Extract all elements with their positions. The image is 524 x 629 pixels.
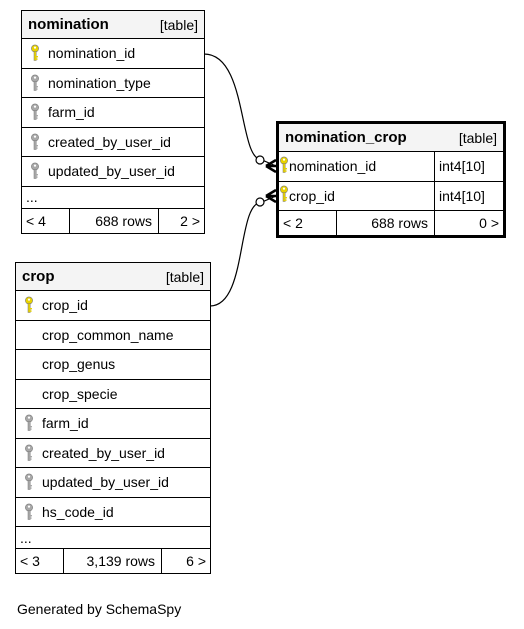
column-row[interactable]: updated_by_user_id	[22, 157, 204, 187]
more-columns: ...	[16, 527, 210, 549]
table-header: crop [table]	[16, 263, 210, 291]
column-cell: crop_id	[279, 181, 435, 210]
table-header: nomination [table]	[22, 11, 204, 39]
row-count: 688 rows	[70, 208, 159, 233]
column-name: crop_specie	[42, 385, 118, 402]
column-name: nomination_id	[289, 158, 377, 175]
column-name: hs_code_id	[42, 503, 114, 520]
column-row[interactable]: crop_common_name	[16, 321, 210, 350]
column-name: crop_genus	[42, 356, 116, 373]
parents-link[interactable]: < 3	[16, 549, 64, 573]
column-row[interactable]: updated_by_user_id	[16, 468, 210, 498]
column-row[interactable]: created_by_user_id	[16, 439, 210, 468]
column-row[interactable]: nomination_id	[22, 39, 204, 69]
foreign-key-icon	[24, 162, 46, 180]
column-row[interactable]: crop_id int4[10]	[279, 181, 503, 211]
column-name: created_by_user_id	[48, 133, 171, 150]
table-header: nomination_crop [table]	[279, 124, 503, 152]
link-nomination-to-nomination-crop	[203, 53, 277, 167]
column-name: farm_id	[42, 415, 89, 432]
column-type: int4[10]	[439, 187, 485, 204]
column-row[interactable]: nomination_id int4[10]	[279, 152, 503, 182]
primary-key-icon	[18, 296, 40, 314]
column-name: updated_by_user_id	[42, 474, 169, 491]
link-crop-optional-marker	[255, 197, 265, 207]
column-name: crop_common_name	[42, 326, 174, 343]
table-footer: < 4 688 rows 2 >	[22, 208, 204, 233]
column-cell: nomination_id	[279, 152, 435, 181]
primary-key-icon	[279, 185, 289, 206]
more-columns: ...	[22, 187, 204, 209]
column-row[interactable]: nomination_type	[22, 69, 204, 98]
parents-link[interactable]: < 4	[22, 208, 70, 233]
foreign-key-icon	[18, 503, 40, 521]
column-name: farm_id	[48, 104, 95, 121]
column-row[interactable]: created_by_user_id	[22, 128, 204, 157]
column-name: nomination_type	[48, 74, 151, 91]
table-kind: [table]	[159, 16, 198, 33]
column-row[interactable]: crop_id	[16, 291, 210, 321]
column-list: nomination_id int4[10] crop_id int4[10]	[279, 152, 503, 211]
table-kind: [table]	[458, 129, 497, 146]
column-name: created_by_user_id	[42, 444, 165, 461]
column-name: updated_by_user_id	[48, 163, 175, 180]
foreign-key-icon	[24, 74, 46, 92]
generator-caption: Generated by SchemaSpy	[17, 601, 182, 617]
foreign-key-icon	[24, 133, 46, 151]
link-crop-crowfoot	[265, 188, 277, 204]
column-row[interactable]: hs_code_id	[16, 498, 210, 527]
column-list: crop_id crop_common_name crop_genus crop_sp…	[16, 291, 210, 527]
column-name: crop_id	[42, 297, 88, 314]
table-name: crop	[22, 268, 55, 285]
parents-link[interactable]: < 2	[279, 211, 337, 235]
foreign-key-icon	[24, 103, 46, 121]
children-link[interactable]: 6 >	[186, 553, 206, 569]
table-footer: < 3 3,139 rows 6 >	[16, 549, 210, 573]
table-name: nomination	[28, 16, 109, 33]
primary-key-icon	[279, 156, 289, 177]
row-count: 688 rows	[337, 211, 435, 235]
table-name: nomination_crop	[285, 129, 407, 146]
column-row[interactable]: crop_specie	[16, 380, 210, 409]
link-nomination-crowfoot	[265, 158, 277, 174]
foreign-key-icon	[18, 414, 40, 432]
column-type: int4[10]	[439, 158, 485, 175]
column-row[interactable]: farm_id	[22, 98, 204, 128]
children-link[interactable]: 0 >	[479, 215, 499, 231]
column-row[interactable]: farm_id	[16, 409, 210, 439]
table-footer: < 2 688 rows 0 >	[279, 211, 503, 235]
link-nomination-optional-marker	[255, 155, 265, 165]
foreign-key-icon	[18, 444, 40, 462]
row-count: 3,139 rows	[64, 549, 162, 573]
link-crop-to-nomination-crop	[209, 195, 277, 307]
column-name: nomination_id	[48, 45, 136, 62]
children-link[interactable]: 2 >	[180, 212, 200, 229]
table-kind: [table]	[165, 268, 204, 285]
column-name: crop_id	[289, 187, 335, 204]
primary-key-icon	[24, 44, 46, 62]
column-row[interactable]: crop_genus	[16, 350, 210, 380]
foreign-key-icon	[18, 473, 40, 491]
